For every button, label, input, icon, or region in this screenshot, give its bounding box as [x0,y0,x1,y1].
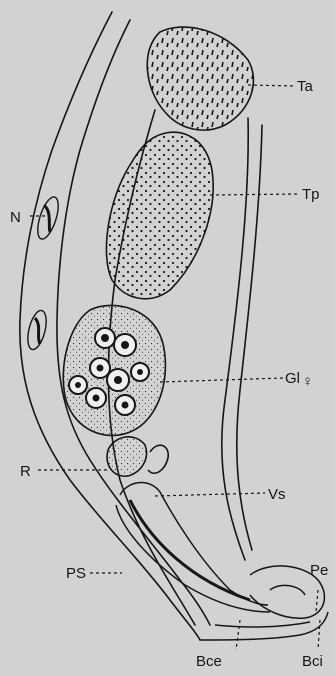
label-ps: PS [66,565,86,582]
receptacle [107,437,168,476]
label-ta: Ta [297,78,314,95]
label-gl-symbol: ♀ [302,373,313,390]
label-r: R [20,463,31,480]
label-pe: Pe [310,562,328,579]
anterior-testis [147,27,253,130]
seminal-vesicle [116,483,270,612]
label-tp: Tp [302,186,320,203]
posterior-testis [106,132,213,298]
label-n: N [10,209,21,226]
ovary-gland [63,305,165,435]
label-bci: Bci [302,653,323,670]
label-gl: Gl [285,370,300,387]
label-bce: Bce [196,653,222,670]
right-wall-inner [237,125,262,550]
terminal-organs [200,566,328,640]
label-vs: Vs [268,486,286,503]
